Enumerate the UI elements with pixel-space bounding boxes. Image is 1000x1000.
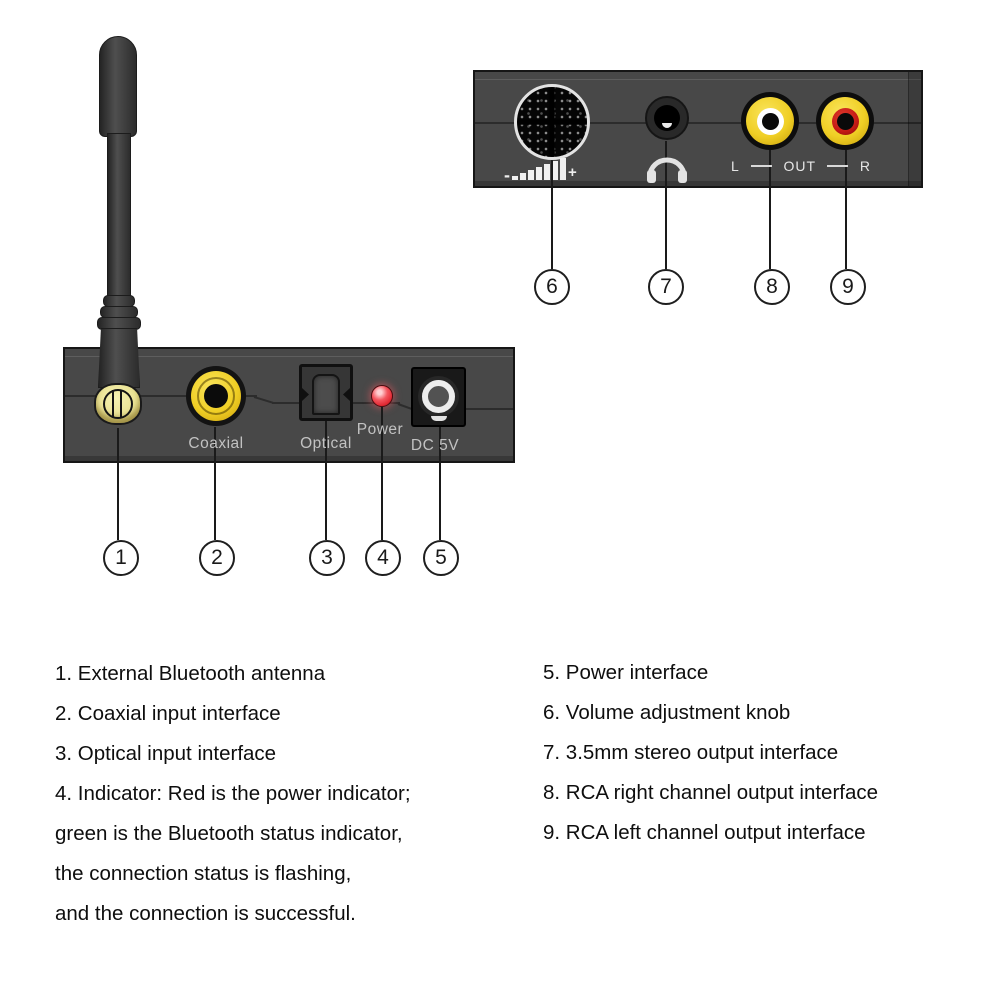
callout-1: 1 <box>103 540 139 576</box>
legend-item: and the connection is successful. <box>55 902 356 925</box>
legend-item: green is the Bluetooth status indicator, <box>55 822 403 845</box>
volume-bar <box>536 167 542 180</box>
power-led <box>371 385 393 407</box>
panel-right-shade <box>908 72 921 186</box>
panel-bottom-shade <box>65 456 513 461</box>
back-panel: - + <box>473 70 923 188</box>
dc-5v-label: DC 5V <box>410 437 460 454</box>
callout-line-9 <box>845 150 847 269</box>
dc-jack-ring <box>422 380 455 413</box>
optical-door <box>312 374 340 415</box>
callout-line-5 <box>439 427 441 540</box>
volume-bar <box>552 161 558 180</box>
rca-out-label: OUT <box>783 158 817 174</box>
headphone-jack-hole <box>654 105 680 131</box>
label-dash <box>751 165 773 167</box>
rca-yellow-ring <box>746 97 794 145</box>
panel-seam-line <box>475 122 921 124</box>
volume-plus-label: + <box>568 164 577 181</box>
volume-bar <box>544 164 550 180</box>
rca-left-label: L <box>731 158 740 174</box>
rca-right-label: R <box>859 158 871 174</box>
headphone-jack <box>645 96 689 140</box>
volume-bars-icon: - + <box>504 154 604 185</box>
legend-item: 8. RCA right channel output interface <box>543 781 879 804</box>
antenna-base <box>98 328 140 388</box>
legend-right-column: 5. Power interface 6. Volume adjustment … <box>543 653 878 853</box>
coaxial-hole <box>204 384 228 408</box>
legend-item: 9. RCA left channel output interface <box>543 821 866 844</box>
legend-item: 4. Indicator: Red is the power indicator… <box>55 782 411 805</box>
volume-bar <box>528 170 534 180</box>
callout-5: 5 <box>423 540 459 576</box>
antenna-connector-screw <box>103 389 133 419</box>
callout-line-4 <box>381 407 383 540</box>
coaxial-yellow-body <box>191 371 241 421</box>
coaxial-inner-ring <box>197 377 235 415</box>
coaxial-label: Coaxial <box>188 435 244 452</box>
volume-minus-label: - <box>504 165 510 185</box>
callout-3: 3 <box>309 540 345 576</box>
coaxial-jack <box>186 366 246 426</box>
callout-line-3 <box>325 421 327 540</box>
rca-jack-left-white <box>741 92 799 150</box>
callout-line-8 <box>769 150 771 269</box>
jack-glint <box>662 123 672 128</box>
legend-left-column: 1. External Bluetooth antenna 2. Coaxial… <box>55 654 411 934</box>
callout-9: 9 <box>830 269 866 305</box>
volume-bar <box>512 176 518 180</box>
legend-item: 7. 3.5mm stereo output interface <box>543 741 839 764</box>
legend-item: 6. Volume adjustment knob <box>543 701 791 724</box>
optical-notch <box>302 388 309 401</box>
legend-item: 1. External Bluetooth antenna <box>55 662 326 685</box>
callout-4: 4 <box>365 540 401 576</box>
volume-bar <box>560 158 566 180</box>
legend-item: 3. Optical input interface <box>55 742 277 765</box>
legend-item: the connection status is flashing, <box>55 862 352 885</box>
panel-top-bevel <box>65 356 513 357</box>
callout-line-1 <box>117 428 119 540</box>
rca-hole <box>761 112 779 130</box>
panel-bottom-shade <box>475 181 921 186</box>
callout-line-2 <box>214 427 216 540</box>
callout-2: 2 <box>199 540 235 576</box>
label-dash <box>827 165 849 167</box>
rca-jack-right-red <box>816 92 874 150</box>
panel-top-bevel <box>475 79 921 80</box>
callout-7: 7 <box>648 269 684 305</box>
callout-line-6 <box>551 160 553 269</box>
rca-yellow-ring <box>821 97 869 145</box>
antenna-connector <box>94 383 142 425</box>
panel-seam-line <box>65 395 257 397</box>
dc-jack-glint <box>431 416 447 421</box>
rca-white-ring <box>756 107 784 135</box>
optical-port <box>299 364 353 421</box>
callout-line-7 <box>665 141 667 269</box>
legend-item: 2. Coaxial input interface <box>55 702 281 725</box>
callout-6: 6 <box>534 269 570 305</box>
headphones-icon <box>647 157 687 183</box>
callout-8: 8 <box>754 269 790 305</box>
optical-notch <box>343 388 350 401</box>
panel-seam-jog <box>253 396 274 404</box>
bluetooth-antenna <box>90 36 148 388</box>
legend-item: 5. Power interface <box>543 661 709 684</box>
volume-knob <box>514 84 590 160</box>
antenna-connector-slot <box>112 390 122 417</box>
volume-bar <box>520 173 526 180</box>
rca-hole <box>836 112 854 130</box>
rca-label-row: L OUT R <box>731 157 871 175</box>
optical-label: Optical <box>300 435 352 452</box>
dc-power-jack <box>411 367 466 427</box>
rca-red-ring <box>831 107 859 135</box>
antenna-cap <box>99 36 137 137</box>
power-label: Power <box>356 421 404 438</box>
